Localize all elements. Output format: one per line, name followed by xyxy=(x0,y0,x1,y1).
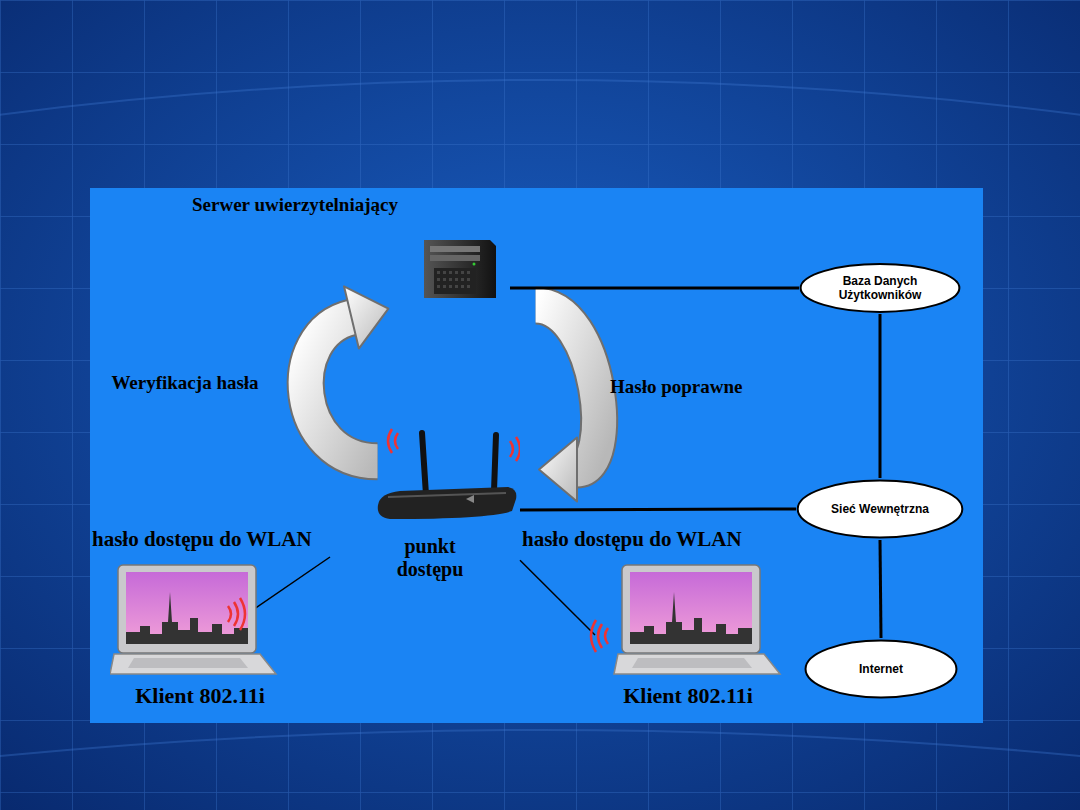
curved-flow-arrow xyxy=(306,286,389,461)
edge-label: Weryfikacja hasła xyxy=(100,372,270,394)
laptop-icon xyxy=(588,562,788,682)
node-label: Sieć Wewnętrzna xyxy=(831,502,929,516)
node-label: Internet xyxy=(859,662,903,676)
network-ellipse: Baza Danych Użytkowników xyxy=(799,262,961,314)
network-link xyxy=(880,540,881,638)
network-link xyxy=(510,288,799,289)
wireless-client: Klient 802.11i xyxy=(588,562,788,714)
network-ellipse: Sieć Wewnętrzna xyxy=(796,478,964,540)
network-link xyxy=(880,314,881,478)
network-ellipse: Internet xyxy=(804,638,958,700)
node-label: Baza Danych Użytkowników xyxy=(828,274,932,303)
network-link xyxy=(245,557,330,615)
network-link xyxy=(520,560,595,635)
edge-label: hasło dostępu do WLAN xyxy=(522,527,802,551)
node-label: Serwer uwierzytelniający xyxy=(190,194,400,216)
auth-server: Serwer uwierzytelniający xyxy=(190,192,510,300)
network-link xyxy=(520,509,796,511)
wireless-client: Klient 802.11i xyxy=(110,562,290,714)
node-label: Klient 802.11i xyxy=(588,684,788,708)
curved-flow-arrow xyxy=(536,305,599,501)
node-label: Klient 802.11i xyxy=(110,684,290,708)
edge-label: Hasło poprawne xyxy=(610,376,810,398)
server-icon xyxy=(410,238,500,300)
node-label: punkt dostępu xyxy=(375,535,485,581)
access-point: punkt dostępu xyxy=(330,425,520,590)
laptop-icon xyxy=(110,562,290,682)
edge-label: hasło dostępu do WLAN xyxy=(92,527,362,551)
access-point-icon xyxy=(370,425,520,521)
